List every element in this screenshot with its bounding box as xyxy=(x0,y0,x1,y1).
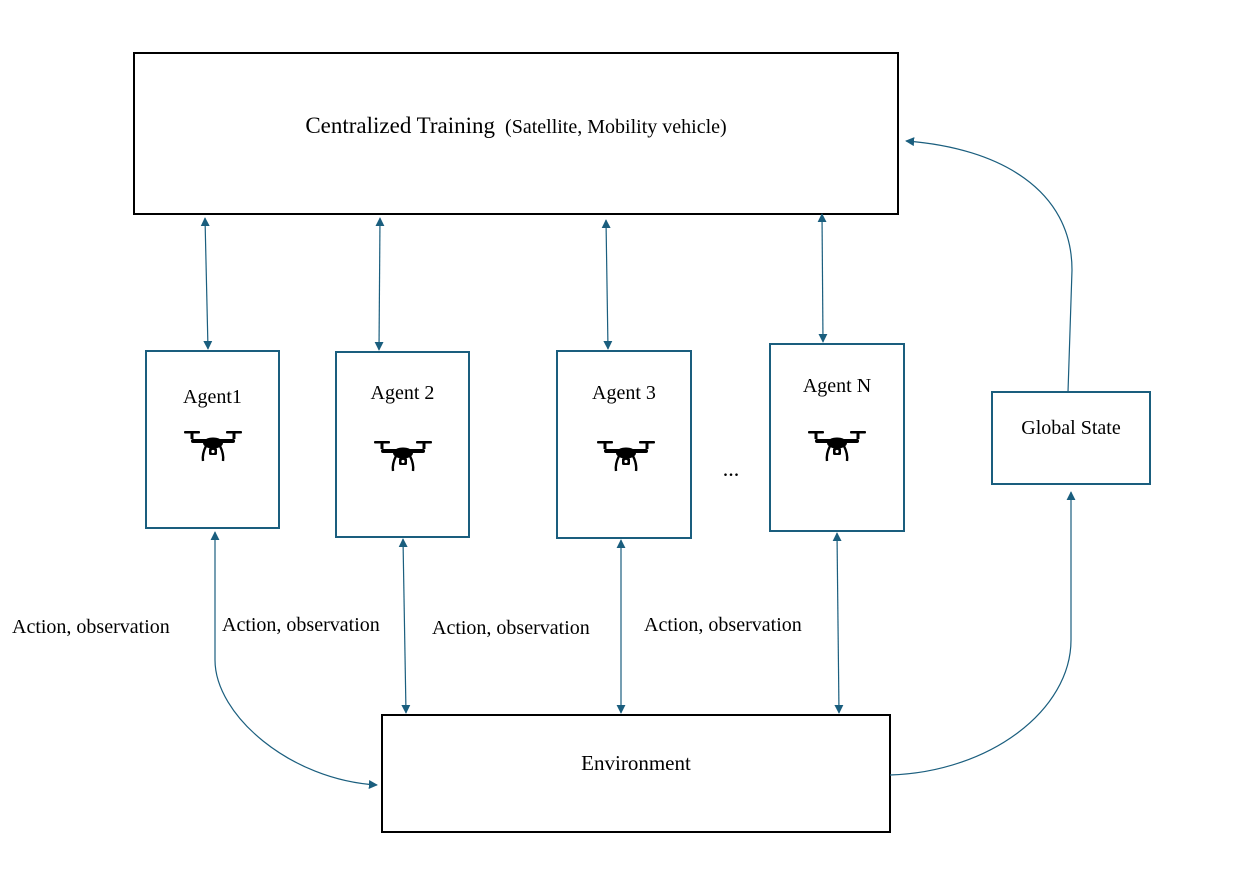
svg-text:Centralized Training (Sa: Centralized Training (Satellite, Mobilit… xyxy=(305,113,726,138)
training-agent3-arrow xyxy=(601,219,613,350)
agent-label: Agent N xyxy=(803,375,871,397)
environment-label: Environment xyxy=(581,751,691,775)
training-agentn-arrow xyxy=(817,213,828,343)
globalstate-training-arrow xyxy=(905,137,1073,393)
edge-label-agentn: Action, observation xyxy=(644,614,802,636)
agentn-environment-arrow xyxy=(832,532,844,714)
agent-label: Agent1 xyxy=(183,386,242,408)
global-state-label: Global State xyxy=(1021,417,1121,439)
edge-label-agent3: Action, observation xyxy=(432,617,590,639)
agent-box-1: Agent1 xyxy=(145,350,280,529)
environment-globalstate-arrow xyxy=(889,491,1076,776)
edge-label-agent1: Action, observation xyxy=(12,616,170,638)
agent-box-n: Agent N xyxy=(769,343,905,532)
agent-label: Agent 2 xyxy=(371,382,435,404)
agent-label: Agent 3 xyxy=(592,382,656,404)
agent2-environment-arrow xyxy=(398,538,411,714)
training-agent2-arrow xyxy=(374,217,385,351)
edge-label-agent2: Action, observation xyxy=(222,614,380,636)
training-label-detail: (Satellite, Mobility vehicle) xyxy=(505,116,727,138)
centralized-training-box: Centralized Training (Satellite, Mobilit… xyxy=(133,52,899,215)
environment-box: Environment xyxy=(381,714,891,833)
agent-box-2: Agent 2 xyxy=(335,351,470,538)
global-state-box: Global State xyxy=(991,391,1151,485)
agent1-environment-arrow xyxy=(210,531,378,790)
training-label-main: Centralized Training xyxy=(305,113,495,138)
training-agent1-arrow xyxy=(200,217,213,350)
agent-box-3: Agent 3 xyxy=(556,350,692,539)
agents-ellipsis: ... xyxy=(723,456,740,481)
